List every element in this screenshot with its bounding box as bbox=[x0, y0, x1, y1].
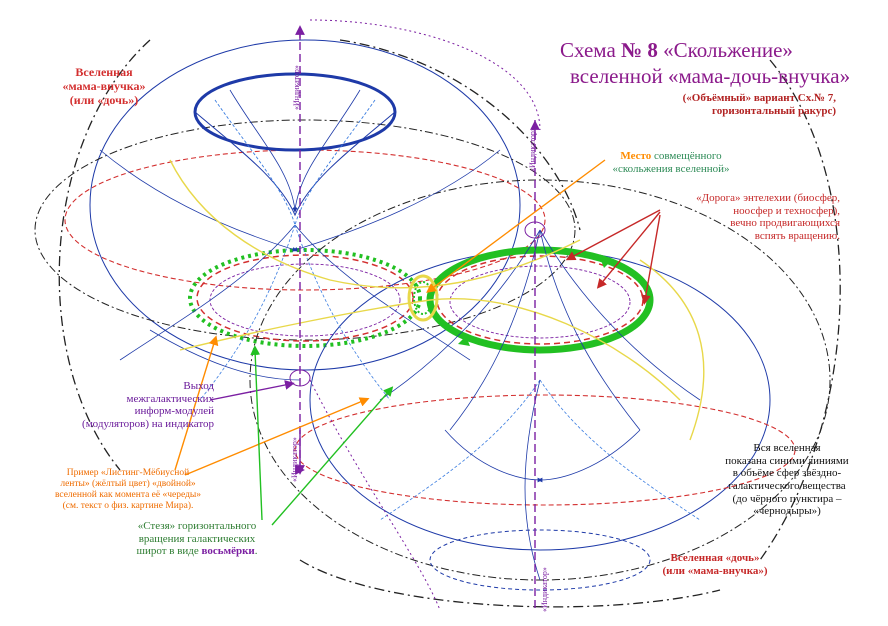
exit-label: Выход межгалактических информ-модулей (м… bbox=[28, 380, 214, 431]
title-prefix: Схема bbox=[560, 38, 616, 62]
title-line-2: вселенной «мама-дочь-внучка» bbox=[570, 64, 851, 88]
whole-line-3: в объёме сфер звёздно- bbox=[732, 467, 842, 480]
example-line-2: ленты» (жёлтый цвет) «двойной» bbox=[60, 478, 196, 489]
exit-line-4: (модуляторов) на индикатор bbox=[82, 417, 214, 430]
example-line-1: Пример «Листинг-Мёбиусной bbox=[66, 468, 190, 478]
title-subtitle: («Объёмный» вариант Сх.№ 7, горизонтальн… bbox=[640, 92, 836, 117]
road-line-1: «Дорога» энтелехии (биосфер, bbox=[696, 192, 840, 204]
subtitle-line-b: горизонтальный ракурс) bbox=[712, 104, 836, 117]
mobius-example-label: Пример «Листинг-Мёбиусной ленты» (жёлтый… bbox=[28, 468, 228, 512]
exit-line-2: межгалактических bbox=[126, 392, 214, 405]
whole-line-6: «чернодыры») bbox=[753, 505, 821, 518]
path-figure-eight-word: восьмёрки bbox=[201, 545, 255, 558]
right-universe-line-2: (или «мама-внучка») bbox=[662, 564, 768, 577]
right-field-lines bbox=[379, 229, 701, 581]
annotation-arrows bbox=[174, 159, 661, 526]
exit-line-1: Выход bbox=[183, 380, 214, 392]
left-universe-sphere bbox=[34, 39, 581, 471]
left-top-funnel bbox=[193, 72, 397, 226]
whole-line-4: галактического вещества bbox=[728, 479, 846, 492]
yellow-mobius-strip bbox=[169, 159, 705, 441]
road-line-4: вспять вращению. bbox=[754, 229, 840, 242]
whole-universe-note: Вся вселенная показана синими линиями в … bbox=[712, 442, 862, 518]
title-name: «Скольжение» bbox=[663, 38, 793, 62]
left-field-lines bbox=[99, 149, 501, 401]
indicator-label-bottom-right: «Индикатор» bbox=[540, 567, 549, 612]
left-green-ring bbox=[188, 248, 422, 348]
example-line-3: вселенной как момента её «череды» bbox=[54, 489, 202, 500]
road-line-3: вечно продвигающихся bbox=[730, 217, 840, 230]
road-label: «Дорога» энтелехии (биосфер, ноосфер и т… bbox=[648, 192, 840, 243]
sliding-place-label: Место совмещённого «скольжения вселенной… bbox=[586, 150, 756, 175]
path-line-2: вращения галактических bbox=[138, 532, 256, 545]
place-line-3: «скольжения вселенной» bbox=[612, 162, 730, 175]
left-universe-line-2: «мама-внучка» bbox=[62, 78, 146, 93]
whole-line-1: Вся вселенная bbox=[753, 442, 821, 454]
indicator-label-top-left: «Индикатор» bbox=[292, 65, 301, 110]
place-word: Место bbox=[620, 150, 652, 162]
right-universe-label: Вселенная «дочь» (или «мама-внучка») bbox=[640, 552, 790, 577]
right-universe-line-1: Вселенная «дочь» bbox=[670, 552, 760, 564]
exit-line-3: информ-модулей bbox=[134, 405, 214, 418]
left-universe-label: Вселенная «мама-внучка» (или «дочь») bbox=[44, 65, 164, 107]
title-number: № 8 bbox=[621, 38, 658, 62]
left-universe-line-3: (или «дочь») bbox=[69, 92, 139, 107]
whole-line-5: (до чёрного пунктира – bbox=[732, 492, 842, 505]
indicator-label-top-right: «Индикатор» bbox=[528, 127, 537, 172]
left-universe-line-1: Вселенная bbox=[75, 65, 133, 79]
path-line-3: широт в виде bbox=[136, 545, 199, 558]
indicator-label-bottom-left: «Индикатор» bbox=[290, 437, 299, 482]
subtitle-line-a: («Объёмный» вариант Сх.№ 7, bbox=[682, 92, 836, 104]
right-universe-sphere bbox=[249, 59, 841, 608]
road-line-2: ноосфер и техносфер), bbox=[733, 204, 840, 217]
title-line-1: Схема № 8 «Скольжение» bbox=[560, 38, 793, 62]
example-line-4: (см. текст о физ. картине Мира). bbox=[62, 500, 194, 511]
whole-line-2: показана синими линиями bbox=[725, 454, 849, 467]
crossover-knot bbox=[407, 274, 439, 322]
indicator-axes bbox=[289, 19, 546, 611]
figure-eight-path-label: «Стезя» горизонтального вращения галакти… bbox=[112, 520, 282, 558]
path-line-1: «Стезя» горизонтального bbox=[137, 520, 257, 532]
place-word-2: совмещённого bbox=[654, 150, 722, 162]
